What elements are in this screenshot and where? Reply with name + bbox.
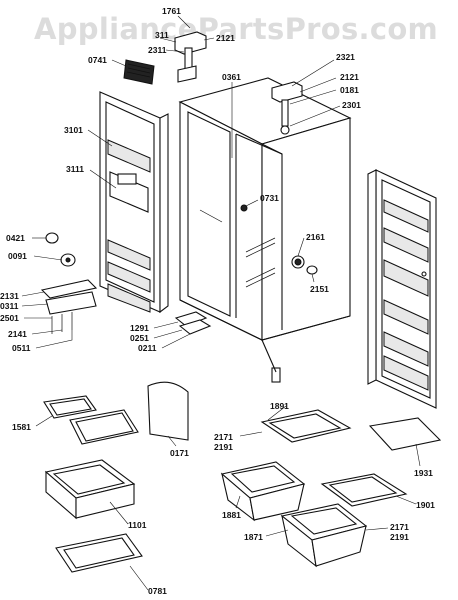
watermark-text: AppliancePartsPros.com <box>34 12 438 46</box>
label-1101: 1101 <box>128 520 147 530</box>
label-0171: 0171 <box>170 448 189 458</box>
label-3111: 3111 <box>66 164 84 174</box>
crisper-cover-1901 <box>320 473 408 507</box>
top-hinge-right <box>271 81 303 135</box>
label-0251: 0251 <box>130 333 149 343</box>
label-2321: 2321 <box>336 52 355 62</box>
label-0091: 0091 <box>8 251 27 261</box>
label-0181: 0181 <box>340 85 359 95</box>
label-0511: 0511 <box>12 343 31 353</box>
label-1931: 1931 <box>414 468 433 478</box>
label-3101: 3101 <box>64 125 83 135</box>
label-2191-upper: 2191 <box>214 442 233 452</box>
bottom-hinge <box>174 311 212 335</box>
cabinet <box>178 77 352 383</box>
leader-lines <box>21 15 421 591</box>
bracket-assembly <box>40 279 98 334</box>
top-hinge-left <box>174 31 207 83</box>
label-0361: 0361 <box>222 72 241 82</box>
shelf-0781 <box>55 533 143 573</box>
label-2121-right: 2121 <box>340 72 359 82</box>
label-2311: 2311 <box>148 45 167 55</box>
part-labels: 1761 311 2121 2311 0741 2321 0361 2121 0… <box>0 6 435 596</box>
label-0421: 0421 <box>6 233 25 243</box>
crisper-cover-1891 <box>260 409 352 443</box>
label-311: 311 <box>155 30 169 40</box>
crisper-drawer-1881 <box>220 461 306 522</box>
label-2171-upper: 2171 <box>214 432 233 442</box>
label-1891: 1891 <box>270 401 289 411</box>
small-parts-center <box>240 204 318 275</box>
label-2301: 2301 <box>342 100 361 110</box>
glass-shelf-1931 <box>368 417 442 451</box>
label-0781: 0781 <box>148 586 167 596</box>
small-parts-left <box>45 232 76 267</box>
label-0731: 0731 <box>260 193 279 203</box>
fresh-food-door <box>367 169 437 409</box>
label-0211: 0211 <box>138 343 157 353</box>
label-1871: 1871 <box>244 532 263 542</box>
label-1581: 1581 <box>12 422 31 432</box>
label-2171-lower: 2171 <box>390 522 409 532</box>
label-1901: 1901 <box>416 500 435 510</box>
freezer-door <box>99 91 169 314</box>
label-2191-lower: 2191 <box>390 532 409 542</box>
label-0741: 0741 <box>88 55 107 65</box>
label-1291: 1291 <box>130 323 149 333</box>
drawer-1101 <box>44 459 136 520</box>
label-0311: 0311 <box>0 301 19 311</box>
crisper-drawer-1871 <box>280 503 368 568</box>
freezer-shelves <box>43 395 139 445</box>
label-2151: 2151 <box>310 284 329 294</box>
cover-0171 <box>147 381 189 441</box>
label-2501: 2501 <box>0 313 19 323</box>
label-2131: 2131 <box>0 291 19 301</box>
label-1761: 1761 <box>162 6 181 16</box>
label-2121-top: 2121 <box>216 33 235 43</box>
label-2161: 2161 <box>306 232 325 242</box>
label-1881: 1881 <box>222 510 241 520</box>
label-2141: 2141 <box>8 329 27 339</box>
grille-0741 <box>123 59 155 85</box>
